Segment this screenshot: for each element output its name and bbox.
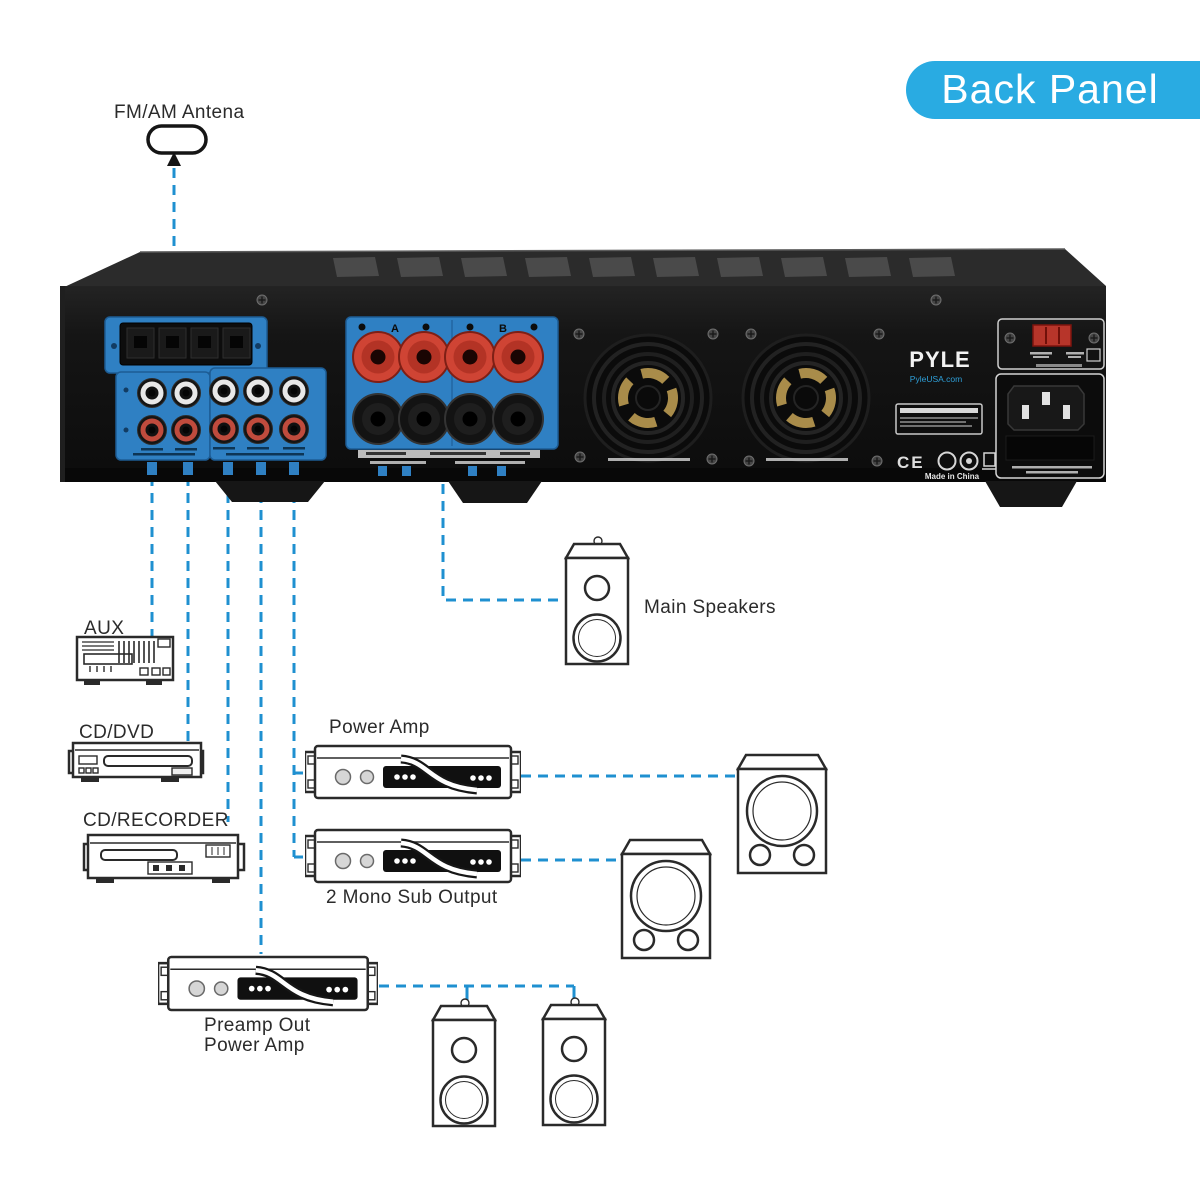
device-cd-dvd: CD/DVD	[67, 722, 205, 782]
aux-label: AUX	[84, 618, 124, 639]
cd-dvd-label: CD/DVD	[79, 722, 154, 743]
antenna-arrow-icon	[167, 152, 181, 166]
mono-sub-label: 2 Mono Sub Output	[326, 887, 498, 908]
chassis-top	[60, 249, 1106, 289]
cd-recorder-label: CD/RECORDER	[83, 810, 229, 831]
rca-connector-squares	[147, 462, 299, 475]
aux-eq-grid	[118, 641, 155, 663]
brand-site: PyleUSA.com	[910, 374, 962, 384]
rca-jack-row-white	[137, 376, 309, 408]
banner: Back Panel	[906, 61, 1200, 119]
device-cd-recorder: CD/RECORDER	[82, 810, 246, 883]
power-amp-label: Power Amp	[329, 717, 430, 738]
device-power-amp: Power Amp	[305, 717, 521, 798]
antenna-terminal-panel	[104, 316, 268, 374]
device-aux: AUX	[75, 618, 175, 685]
antenna-connectors	[126, 327, 251, 359]
made-in-label: Made in China	[925, 472, 980, 481]
chassis-feet	[215, 481, 1077, 507]
binding-posts-black	[352, 393, 544, 445]
antenna-icon	[146, 124, 208, 155]
connection-power-amps	[292, 476, 303, 859]
rca-micro-labels	[133, 447, 305, 456]
fuse-holder	[1032, 324, 1072, 347]
brand-logo: PYLE	[909, 347, 970, 372]
device-mono-sub-amp: 2 Mono Sub Output	[305, 830, 521, 908]
spec-label	[895, 403, 983, 435]
ce-mark: CE	[897, 453, 925, 472]
rca-jack-row-red	[137, 414, 309, 445]
channel-b-label: B	[499, 323, 507, 335]
preamp-label-line1: Preamp Out	[204, 1015, 311, 1036]
power-inlet-panel	[995, 373, 1105, 479]
amplifier-chassis: A B	[60, 248, 1106, 507]
device-main-speaker: Main Speakers	[564, 535, 776, 666]
device-subwoofer-1	[736, 753, 828, 875]
connection-main-speakers	[441, 467, 560, 602]
speaker-terminal-panel: A B	[345, 316, 559, 476]
device-subwoofer-2	[620, 838, 712, 960]
cooling-fan-right	[741, 333, 871, 463]
vent-slots	[333, 257, 955, 277]
fm-am-antenna: FM/AM Antena	[114, 102, 244, 166]
main-speakers-label: Main Speakers	[644, 597, 776, 618]
banner-pill	[906, 61, 1200, 119]
binding-posts-red	[352, 331, 544, 383]
channel-markings: A B	[358, 323, 538, 335]
banner-label: Back Panel	[941, 66, 1158, 112]
fuse-panel	[997, 318, 1105, 370]
channel-a-label: A	[391, 323, 399, 335]
terminal-connector-squares	[378, 466, 506, 476]
device-preamp: Preamp Out Power Amp	[158, 957, 378, 1056]
antenna-label: FM/AM Antena	[114, 102, 244, 123]
device-speaker-left	[431, 997, 497, 1128]
brand-block: PYLE PyleUSA.com	[909, 347, 970, 384]
device-speaker-right	[541, 996, 607, 1127]
connection-lines	[150, 168, 735, 1001]
cooling-fan-left	[583, 333, 713, 463]
preamp-label-line2: Power Amp	[204, 1035, 305, 1056]
certification-marks: CE Made in China	[897, 451, 997, 481]
rca-panels	[115, 367, 327, 475]
